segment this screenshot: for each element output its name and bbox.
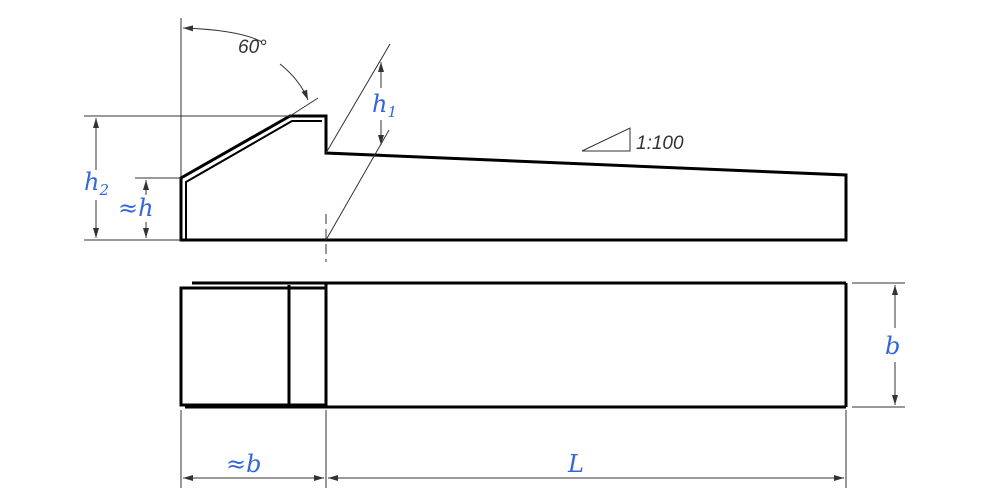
label-approx-h: ≈h [118,194,154,222]
angle-arc [182,25,263,43]
label-approx-b: ≈b [226,450,261,478]
label-h2: h2 [84,168,109,199]
extension-line [325,129,390,241]
wedge-outline [179,114,848,242]
side-view: 60° h2 ≈h h1 1:100 [84,18,848,262]
angle-arc [279,63,309,101]
taper-symbol-icon [581,127,631,152]
taper-label: 1:100 [636,133,684,154]
top-view: b ≈b L [179,281,905,488]
chamfer-line [185,120,322,240]
label-b: b [885,332,900,360]
head-outline [179,286,328,407]
angle-extension [289,97,319,117]
angle-label: 60° [238,37,267,58]
label-L: L [567,450,584,478]
label-h1: h1 [372,90,397,121]
